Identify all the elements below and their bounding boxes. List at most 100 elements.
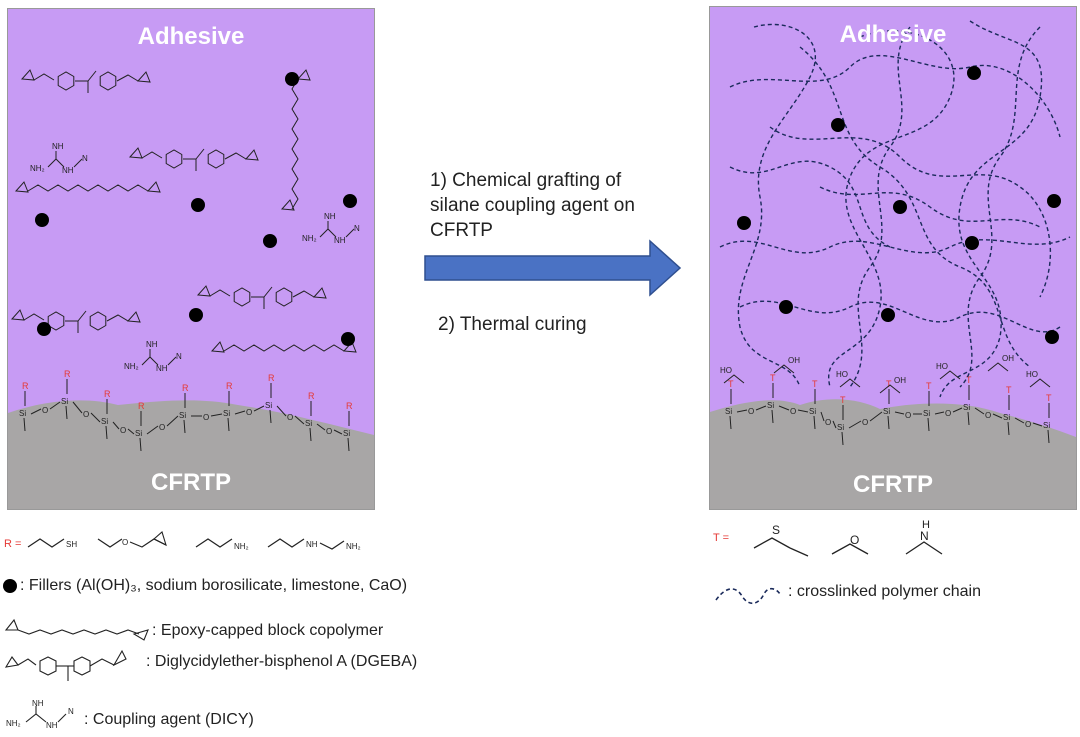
benzene-ring [47, 311, 65, 331]
si-atom: Si [343, 429, 350, 438]
legend-t-symbol: T = [713, 532, 729, 544]
epoxide-ring [14, 181, 29, 193]
r-substituent: R [346, 401, 353, 411]
left-substrate-label: CFRTP [151, 469, 231, 496]
oxygen-atom: O [748, 407, 754, 416]
crosslinked-chain [729, 54, 1061, 138]
ether-link [209, 289, 231, 297]
process-step-2: 2) Thermal curing [438, 314, 587, 335]
filler-particle [191, 198, 205, 212]
si-methyl-bond [183, 419, 186, 434]
siloxane-bond [166, 415, 179, 427]
si-methyl-bond [813, 415, 816, 430]
si-atom: Si [1003, 413, 1010, 422]
svg-text:S: S [772, 523, 780, 537]
process-arrow [424, 239, 682, 297]
siloxane-bond [848, 420, 862, 429]
benzene-ring [275, 287, 293, 307]
epoxide-ring [312, 287, 327, 299]
oxygen-atom: O [945, 409, 951, 418]
ether-link [292, 290, 315, 298]
si-methyl-bond [227, 417, 230, 432]
legend-dgeba-structure [4, 649, 127, 681]
ether-link [106, 314, 129, 322]
oxygen-atom: O [287, 413, 293, 422]
siloxane-bond [234, 410, 246, 415]
si-atom: Si [19, 409, 26, 418]
crosslinked-chain [819, 186, 1041, 228]
process-step-1: 1) Chemical grafting of silane coupling … [430, 170, 635, 241]
oxygen-atom: O [790, 407, 796, 416]
filler-particle [341, 332, 355, 346]
right-substrate-label: CFRTP [853, 471, 933, 498]
dicy-imine: NH [146, 340, 158, 349]
t-substituent: T [840, 395, 846, 405]
legend-dicy-label: : Coupling agent (DICY) [84, 711, 254, 728]
siloxane-bond [832, 420, 837, 429]
legend-copolymer-structure [4, 618, 149, 641]
oxygen-atom: O [120, 426, 126, 435]
siloxane-bond [820, 411, 825, 422]
si-methyl-bond [139, 437, 142, 452]
siloxane-bond [992, 413, 1003, 419]
siloxane-bond [755, 405, 767, 411]
legend-copolymer-label: : Epoxy-capped block copolymer [152, 622, 384, 639]
legend-chain-sample [715, 587, 781, 605]
crosslinked-chain [939, 20, 1043, 398]
hydroxyl-label: HO [720, 366, 732, 375]
si-atom: Si [223, 409, 230, 418]
aliphatic-chain [223, 344, 345, 352]
oxygen-atom: O [326, 427, 332, 436]
siloxane-bond [1014, 417, 1025, 424]
r-substituent: R [226, 381, 233, 391]
substrate-region [710, 399, 1076, 509]
legend-chain-label: : crosslinked polymer chain [788, 583, 981, 600]
oxygen-atom: O [985, 411, 991, 420]
svg-text:NH₂: NH₂ [346, 542, 361, 551]
dicy-nitrile: N [82, 154, 88, 163]
crosslinked-chain [959, 26, 1041, 388]
ether-link [224, 152, 247, 160]
dicy-nh: NH [334, 236, 346, 245]
filler-particle [881, 308, 895, 322]
filler-particle [967, 66, 981, 80]
si-atom: Si [61, 397, 68, 406]
siloxane-bond [797, 409, 809, 413]
oxygen-atom: O [159, 423, 165, 432]
filler-particle [831, 118, 845, 132]
filler-particle [285, 72, 299, 86]
si-atom: Si [265, 401, 272, 410]
si-atom: Si [135, 429, 142, 438]
oxygen-atom: O [83, 410, 89, 419]
crosslinked-chain [799, 46, 1031, 368]
hydroxyl-branch [987, 362, 1009, 372]
si-methyl-bond [65, 405, 68, 420]
dicy-bond [345, 228, 355, 238]
si-methyl-bond [1047, 429, 1050, 444]
si-atom: Si [101, 417, 108, 426]
si-atom: Si [179, 411, 186, 420]
t-substituent: T [966, 375, 972, 385]
hydroxyl-branch [939, 370, 961, 380]
dicy-imine: NH [324, 212, 336, 221]
dicy-nh: NH [156, 364, 168, 373]
svg-text:NH: NH [46, 721, 58, 730]
siloxane-bond [49, 401, 61, 410]
si-methyl-bond [771, 409, 774, 424]
t-substituent: T [770, 373, 776, 383]
si-atom: Si [725, 407, 732, 416]
legend-dgeba-label: : Diglycidylether-bisphenol A (DGEBA) [146, 653, 418, 670]
siloxane-bond [127, 428, 135, 435]
dicy-imine: NH [52, 142, 64, 151]
siloxane-bond [112, 421, 120, 430]
siloxane-bond [778, 405, 790, 411]
epoxide-ring [128, 147, 143, 159]
hydroxyl-branch [1029, 378, 1051, 388]
siloxane-bond [72, 401, 83, 414]
oxygen-atom: O [825, 418, 831, 427]
si-methyl-bond [1007, 421, 1010, 436]
